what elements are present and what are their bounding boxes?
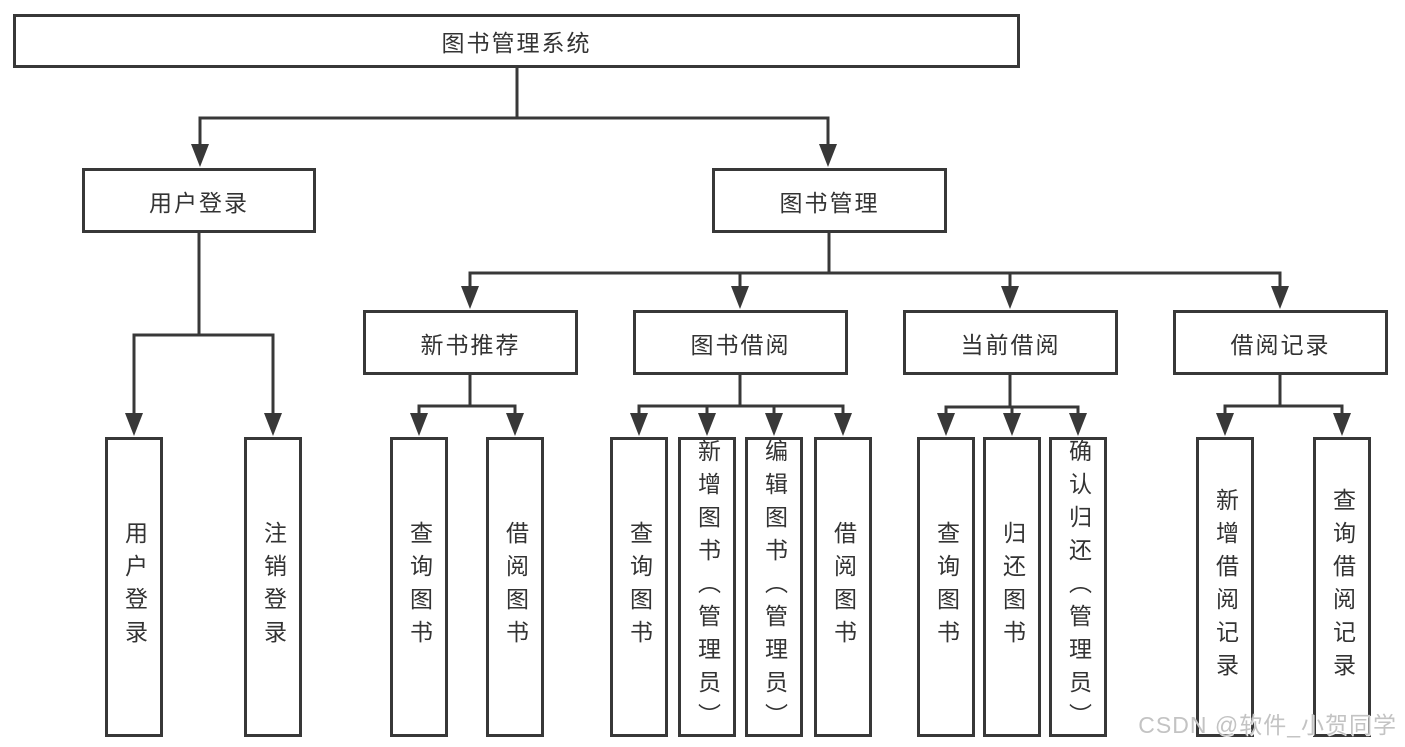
leaf-logout: 注销登录 bbox=[244, 437, 302, 737]
arrow-leaf-bb3 bbox=[765, 413, 783, 436]
leaf-br-query-record: 查询借阅记录 bbox=[1313, 437, 1371, 737]
leaf-cb-return-books-label: 归还图书 bbox=[999, 521, 1026, 653]
leaf-bb-borrow-books: 借阅图书 bbox=[814, 437, 872, 737]
leaf-cb-query-books-label: 查询图书 bbox=[933, 521, 960, 653]
node-borrowing-records-label: 借阅记录 bbox=[1230, 331, 1331, 358]
leaf-nb-borrow-books: 借阅图书 bbox=[486, 437, 544, 737]
leaf-br-query-record-label: 查询借阅记录 bbox=[1329, 488, 1356, 686]
leaf-bb-add-books-admin-label: 新增图书（管理员） bbox=[694, 438, 721, 736]
arrow-leaf-cb2 bbox=[1003, 413, 1021, 436]
arrow-current-borrow bbox=[1001, 286, 1019, 309]
node-book-management: 图书管理 bbox=[712, 168, 947, 233]
node-user-login: 用户登录 bbox=[82, 168, 316, 233]
leaf-br-add-record-label: 新增借阅记录 bbox=[1212, 488, 1239, 686]
node-book-borrowing-label: 图书借阅 bbox=[690, 331, 791, 358]
arrow-book-borrow bbox=[731, 286, 749, 309]
arrow-leaf-bb4 bbox=[834, 413, 852, 436]
arrow-leaf-bb1 bbox=[630, 413, 648, 436]
node-user-login-label: 用户登录 bbox=[149, 189, 249, 216]
leaf-logout-label: 注销登录 bbox=[260, 521, 287, 653]
leaf-bb-add-books-admin: 新增图书（管理员） bbox=[678, 437, 736, 737]
arrow-leaf-bb2 bbox=[698, 413, 716, 436]
leaf-bb-borrow-books-label: 借阅图书 bbox=[830, 521, 857, 653]
node-book-management-label: 图书管理 bbox=[779, 189, 880, 216]
node-new-book-recommend: 新书推荐 bbox=[363, 310, 578, 375]
arrowheads bbox=[125, 144, 1351, 436]
csdn-watermark: CSDN @软件_小贺同学 bbox=[1138, 712, 1397, 738]
arrow-new-book bbox=[461, 286, 479, 309]
arrow-leaf-br2 bbox=[1333, 413, 1351, 436]
leaf-user-login-label: 用户登录 bbox=[121, 521, 148, 653]
node-root-label: 图书管理系统 bbox=[441, 30, 592, 56]
node-current-borrowing-label: 当前借阅 bbox=[960, 331, 1061, 358]
arrow-leaf-login bbox=[125, 413, 143, 436]
leaf-br-add-record: 新增借阅记录 bbox=[1196, 437, 1254, 737]
leaf-bb-query-books-label: 查询图书 bbox=[626, 521, 653, 653]
leaf-cb-return-books: 归还图书 bbox=[983, 437, 1041, 737]
arrow-leaf-br1 bbox=[1216, 413, 1234, 436]
leaf-nb-query-books: 查询图书 bbox=[390, 437, 448, 737]
leaf-bb-query-books: 查询图书 bbox=[610, 437, 668, 737]
leaf-cb-confirm-return-admin-label: 确认归还（管理员） bbox=[1065, 438, 1092, 736]
arrow-user-login bbox=[191, 144, 209, 167]
node-borrowing-records: 借阅记录 bbox=[1173, 310, 1388, 375]
leaf-cb-query-books: 查询图书 bbox=[917, 437, 975, 737]
arrow-leaf-cb1 bbox=[937, 413, 955, 436]
leaf-bb-edit-books-admin: 编辑图书（管理员） bbox=[745, 437, 803, 737]
leaf-user-login: 用户登录 bbox=[105, 437, 163, 737]
node-root-system: 图书管理系统 bbox=[13, 14, 1020, 68]
node-book-borrowing: 图书借阅 bbox=[633, 310, 848, 375]
arrow-leaf-nb2 bbox=[506, 413, 524, 436]
arrow-leaf-logout bbox=[264, 413, 282, 436]
leaf-nb-borrow-books-label: 借阅图书 bbox=[502, 521, 529, 653]
arrow-leaf-cb3 bbox=[1069, 413, 1087, 436]
arrow-borrow-record bbox=[1271, 286, 1289, 309]
arrow-leaf-nb1 bbox=[410, 413, 428, 436]
node-new-book-recommend-label: 新书推荐 bbox=[420, 331, 521, 358]
leaf-bb-edit-books-admin-label: 编辑图书（管理员） bbox=[761, 438, 788, 736]
leaf-nb-query-books-label: 查询图书 bbox=[406, 521, 433, 653]
leaf-cb-confirm-return-admin: 确认归还（管理员） bbox=[1049, 437, 1107, 737]
arrow-book-management bbox=[819, 144, 837, 167]
node-current-borrowing: 当前借阅 bbox=[903, 310, 1118, 375]
